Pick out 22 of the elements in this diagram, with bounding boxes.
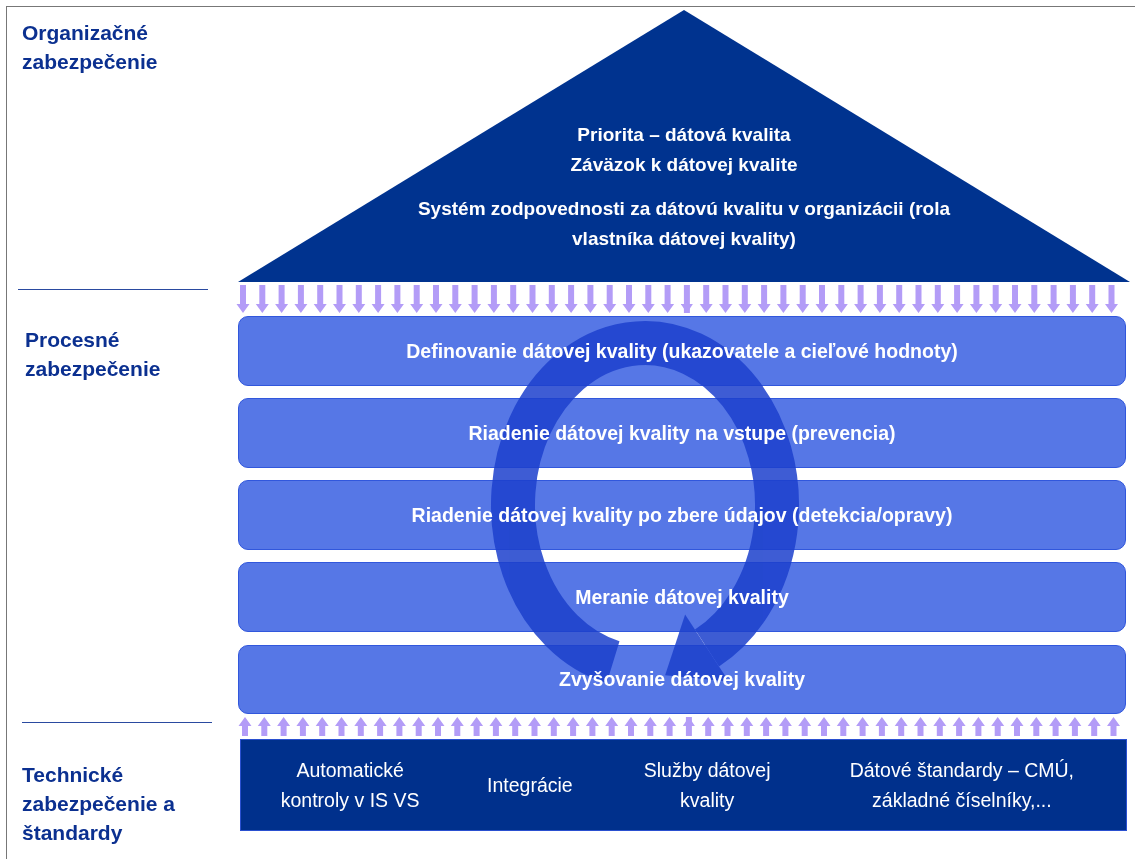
foundation-bar xyxy=(240,739,1127,831)
section-heading: Organizačné zabezpečenie xyxy=(22,20,159,75)
foundation-label: Dátové štandardy – CMÚ, základné číselníky,... xyxy=(848,758,1076,813)
process-bar xyxy=(238,398,1126,468)
roof-text: Záväzok k dátovej kvalite xyxy=(570,153,798,177)
process-label: Riadenie dátovej kvality po zbere údajov (detekcia/opravy) xyxy=(411,503,953,527)
section-heading: Technické zabezpečenie a štandardy xyxy=(22,762,176,846)
foundation-label: Automatické kontroly v IS VS xyxy=(279,758,421,813)
arrow xyxy=(682,717,695,736)
process-label: Riadenie dátovej kvality na vstupe (prevencia) xyxy=(468,421,896,445)
foundation-label: Služby dátovej kvality xyxy=(642,758,772,813)
process-label: Meranie dátovej kvality xyxy=(575,585,789,609)
process-label: Definovanie dátovej kvality (ukazovatele a cieľové hodnoty) xyxy=(406,339,958,363)
process-label: Zvyšovanie dátovej kvality xyxy=(558,668,805,691)
process-bar xyxy=(238,645,1126,714)
process-bar xyxy=(238,480,1126,550)
roof-text: Priorita – dátová kvalita xyxy=(577,123,791,147)
section-heading: Procesné zabezpečenie xyxy=(25,327,162,382)
arrow xyxy=(680,285,693,313)
roof-triangle xyxy=(238,10,1130,282)
roof-text: Systém zodpovednosti za dátovú kvalitu v organizácii (rola vlastníka dátovej kvality) xyxy=(416,197,952,251)
foundation-label: Integrácie xyxy=(486,773,574,798)
